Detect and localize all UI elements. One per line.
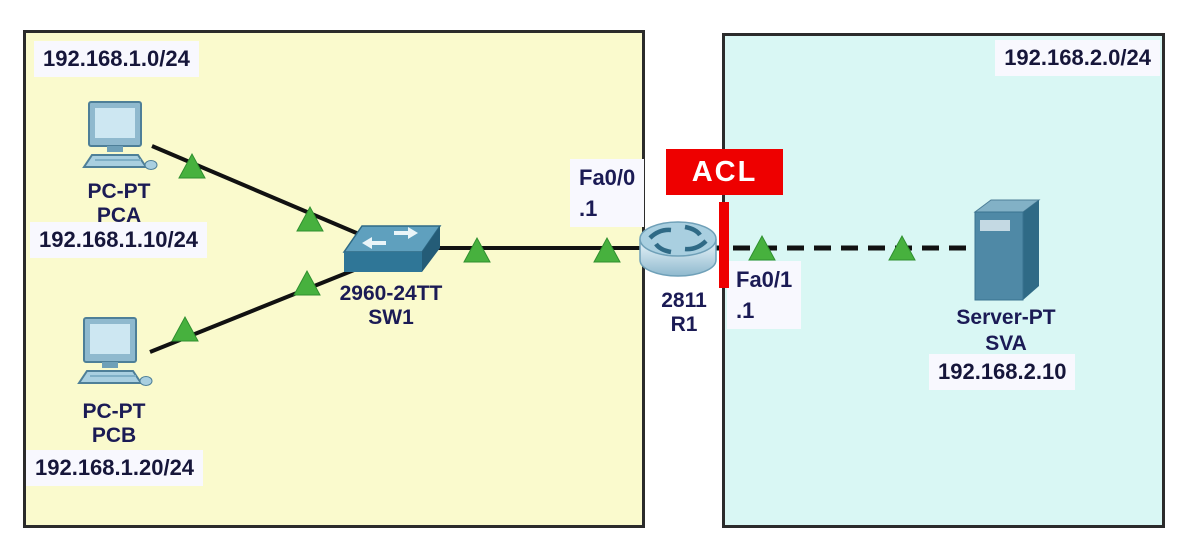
- device-sva-model: Server-PT: [956, 306, 1056, 329]
- link-status-up-icon: [293, 269, 321, 296]
- note-pca-ip: 192.168.1.10/24: [30, 222, 208, 258]
- server-icon: [973, 199, 1041, 301]
- device-r1-model: 2811: [661, 289, 707, 312]
- subnet-lan2-label: 192.168.2.0/24: [995, 40, 1160, 76]
- interface-fa00-addr: .1: [579, 196, 598, 221]
- router-icon: [639, 221, 717, 277]
- device-sw1-model: 2960-24TT: [339, 282, 443, 305]
- link-status-up-icon: [463, 236, 491, 263]
- note-sva-ip: 192.168.2.10: [929, 354, 1076, 390]
- subnet-lan2-region: 192.168.2.0/24: [722, 33, 1165, 528]
- device-pcb-name: PCB: [91, 424, 137, 447]
- link-status-up-icon: [888, 234, 916, 261]
- link-status-up-icon: [296, 205, 324, 232]
- device-pcb-model: PC-PT: [82, 400, 146, 423]
- device-r1[interactable]: [636, 214, 720, 291]
- device-pcb[interactable]: [75, 317, 155, 398]
- device-sw1[interactable]: [342, 224, 442, 287]
- device-r1-name: R1: [670, 313, 698, 336]
- acl-banner: ACL: [666, 149, 783, 195]
- pc-icon: [82, 101, 158, 170]
- pc-icon: [77, 317, 153, 386]
- subnet-lan1-label: 192.168.1.0/24: [34, 41, 199, 77]
- acl-bar: [719, 202, 729, 288]
- interface-fa01-port: Fa0/1: [736, 267, 793, 292]
- device-sva-name: SVA: [985, 332, 1027, 355]
- device-sva[interactable]: [973, 198, 1041, 307]
- link-status-up-icon: [593, 236, 621, 263]
- link-status-up-icon: [178, 152, 206, 179]
- link-status-up-icon: [748, 234, 776, 261]
- device-pca[interactable]: [80, 101, 160, 182]
- device-pca-model: PC-PT: [87, 180, 151, 203]
- device-sw1-name: SW1: [368, 306, 414, 329]
- device-pca-name: PCA: [96, 204, 142, 227]
- note-pcb-ip: 192.168.1.20/24: [26, 450, 204, 486]
- interface-label-fa01: Fa0/1 .1: [727, 261, 802, 329]
- switch-icon: [342, 225, 442, 272]
- interface-label-fa00: Fa0/0 .1: [570, 159, 645, 227]
- interface-fa00-port: Fa0/0: [579, 165, 636, 190]
- link-status-up-icon: [171, 315, 199, 342]
- interface-fa01-addr: .1: [736, 298, 755, 323]
